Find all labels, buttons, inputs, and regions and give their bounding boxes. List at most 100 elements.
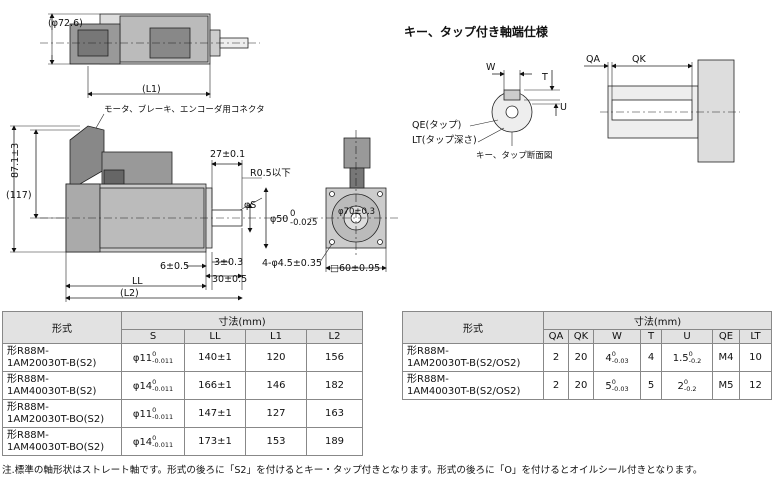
s-value: φ14	[132, 436, 153, 448]
col-qe: QE	[712, 329, 740, 344]
col-qa: QA	[543, 329, 569, 344]
key-qe-label: QE(タップ)	[412, 120, 461, 131]
u-tol-upper: 0	[688, 349, 693, 358]
ll-cell: 166±1	[184, 371, 246, 400]
s-value: φ11	[132, 408, 153, 420]
w-tol-lower: -0.03	[611, 384, 629, 393]
motor-dimension-drawing: (φ72.6) (L1) モータ、ブレーキ、エンコーダ用コネクタ	[6, 13, 740, 302]
connector-label: モータ、ブレーキ、エンコーダ用コネクタ	[104, 104, 265, 115]
s-value: φ14	[132, 380, 153, 392]
model-line1: 形R88M-	[7, 429, 49, 441]
col-ll: LL	[184, 329, 246, 344]
header-dimensions: 寸法(mm)	[121, 311, 363, 330]
table-row: 形R88M-1AM40030T-B(S2) φ140-0.011 166±1 1…	[2, 371, 363, 400]
l2-cell: 189	[306, 427, 363, 456]
key-qa-label: QA	[586, 54, 600, 65]
model-cell: 形R88M-1AM20030T-BO(S2)	[2, 399, 122, 428]
w-cell: 40-0.03	[593, 343, 641, 372]
model-cell: 形R88M-1AM40030T-B(S2)	[2, 371, 122, 400]
w-cell: 50-0.03	[593, 371, 641, 400]
w-value: 4	[605, 352, 612, 364]
s-cell: φ140-0.011	[121, 371, 185, 400]
footnote: 注.標準の軸形状はストレート軸です。形式の後ろに「S2」を付けるとキー・タップ付…	[2, 465, 703, 476]
u-cell: 20-0.2	[661, 371, 713, 400]
l2-cell: 163	[306, 399, 363, 428]
s-cell: φ110-0.011	[121, 343, 185, 372]
col-u: U	[661, 329, 713, 344]
key-section-title: キー、タップ付き軸端仕様	[404, 24, 549, 39]
dim-phi50-tol2: -0.025	[290, 218, 317, 228]
dim-r05: R0.5以下	[250, 168, 291, 179]
col-t: T	[640, 329, 662, 344]
model-line2: 1AM40030T-B(S2)	[7, 385, 97, 397]
s-tol-lower: -0.011	[152, 412, 174, 421]
col-s: S	[121, 329, 185, 344]
dim-phi50: φ50	[270, 214, 288, 225]
u-tol-lower: -0.2	[688, 356, 702, 365]
model-line1: 形R88M-	[407, 345, 449, 357]
dim-sq60: □60±0.95	[330, 263, 380, 274]
model-line1: 形R88M-	[7, 401, 49, 413]
col-l1: L1	[245, 329, 307, 344]
dim-3: 3±0.3	[214, 257, 243, 268]
s-tol-upper: 0	[152, 377, 157, 386]
model-line1: 形R88M-	[7, 345, 49, 357]
w-tol-upper: 0	[611, 377, 616, 386]
col-lt: LT	[739, 329, 772, 344]
l1-cell: 146	[245, 371, 307, 400]
dimension-table-main: 形式 寸法(mm) S LL L1 L2 形R88M-1AM20030T-B(S…	[2, 311, 363, 456]
key-detail	[469, 59, 740, 163]
l1-cell: 153	[245, 427, 307, 456]
qa-cell: 2	[543, 371, 569, 400]
col-l2: L2	[306, 329, 363, 344]
qk-cell: 20	[568, 371, 594, 400]
top-view	[40, 13, 260, 98]
dim-phis: φS	[244, 200, 256, 211]
model-line2: 1AM40030T-B(S2/OS2)	[407, 385, 521, 397]
s-value: φ11	[132, 352, 153, 364]
header-model: 形式	[402, 311, 544, 344]
key-section-view-label: キー、タップ断面図	[476, 150, 552, 161]
model-line2: 1AM40030T-BO(S2)	[7, 441, 105, 453]
header-model: 形式	[2, 311, 122, 344]
s-cell: φ140-0.011	[121, 427, 185, 456]
s-cell: φ110-0.011	[121, 399, 185, 428]
dim-phi72-6: (φ72.6)	[48, 18, 83, 29]
l1-cell: 127	[245, 399, 307, 428]
w-tol-upper: 0	[611, 349, 616, 358]
u-cell: 1.50-0.2	[661, 343, 713, 372]
qe-cell: M5	[712, 371, 740, 400]
side-view	[10, 125, 290, 302]
table-row: 形R88M-1AM20030T-B(S2) φ110-0.011 140±1 1…	[2, 343, 363, 372]
model-cell: 形R88M-1AM40030T-BO(S2)	[2, 427, 122, 456]
qk-cell: 20	[568, 343, 594, 372]
dim-27: 27±0.1	[210, 149, 245, 160]
s-tol-upper: 0	[152, 405, 157, 414]
table-row: 形R88M-1AM20030T-BO(S2) φ110-0.011 147±1 …	[2, 399, 363, 428]
u-tol-lower: -0.2	[683, 384, 697, 393]
s-tol-lower: -0.011	[152, 384, 174, 393]
w-tol-lower: -0.03	[611, 356, 629, 365]
u-value: 1.5	[672, 352, 689, 364]
t-cell: 4	[640, 343, 662, 372]
l2-cell: 182	[306, 371, 363, 400]
model-cell: 形R88M-1AM20030T-B(S2)	[2, 343, 122, 372]
u-value: 2	[677, 380, 684, 392]
w-value: 5	[605, 380, 612, 392]
ll-cell: 140±1	[184, 343, 246, 372]
qa-cell: 2	[543, 343, 569, 372]
table-row: 形R88M-1AM40030T-BO(S2) φ140-0.011 173±1 …	[2, 427, 363, 456]
key-t-label: T	[541, 72, 548, 83]
lt-cell: 12	[739, 371, 772, 400]
model-line1: 形R88M-	[7, 373, 49, 385]
qe-cell: M4	[712, 343, 740, 372]
u-tol-upper: 0	[683, 377, 688, 386]
key-lt-label: LT(タップ深さ)	[412, 135, 477, 146]
dim-117: (117)	[6, 190, 32, 201]
dim-l1: (L1)	[142, 84, 161, 95]
dim-holes: 4-φ4.5±0.35	[262, 258, 322, 269]
s-tol-lower: -0.011	[152, 356, 174, 365]
t-cell: 5	[640, 371, 662, 400]
model-cell: 形R88M-1AM40030T-B(S2/OS2)	[402, 371, 544, 400]
front-view	[310, 130, 400, 272]
